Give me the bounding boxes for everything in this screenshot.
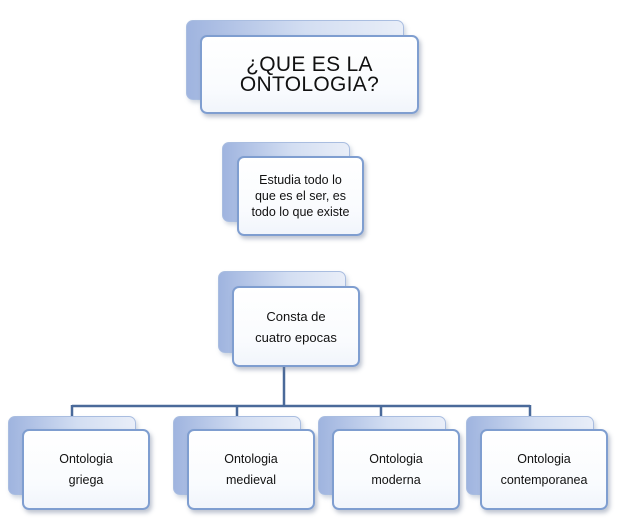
epoch-node-modern-front: Ontologia moderna	[332, 429, 460, 510]
epoch-node-medieval-front: Ontologia medieval	[187, 429, 315, 510]
epoch-label-greek: Ontologia griega	[59, 451, 113, 487]
epoch-label-modern: Ontologia moderna	[369, 451, 423, 487]
title-node-front: ¿QUE ES LA ONTOLOGIA?	[200, 35, 419, 114]
epoch-node-contemporary-front: Ontologia contemporanea	[480, 429, 608, 510]
definition-node-front: Estudia todo lo que es el ser, es todo l…	[237, 156, 364, 236]
epoch-node-greek-front: Ontologia griega	[22, 429, 150, 510]
epochs-node-front: Consta de cuatro epocas	[232, 286, 360, 367]
epochs-heading: Consta de cuatro epocas	[255, 308, 337, 345]
epoch-label-contemporary: Ontologia contemporanea	[500, 451, 588, 487]
diagram-title: ¿QUE ES LA ONTOLOGIA?	[239, 52, 380, 96]
definition-text: Estudia todo lo que es el ser, es todo l…	[251, 173, 350, 219]
epoch-label-medieval: Ontologia medieval	[224, 451, 278, 487]
